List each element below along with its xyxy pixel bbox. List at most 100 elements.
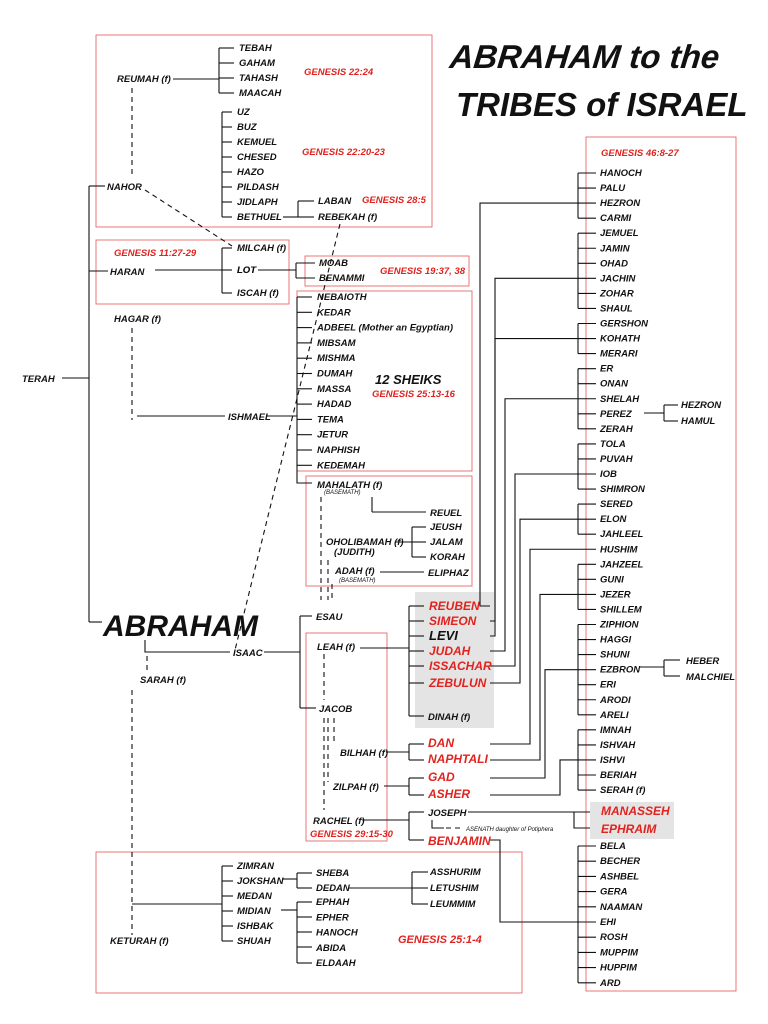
page-title-line-1: ABRAHAM to the	[447, 39, 721, 76]
grandson-zohar: ZOHAR	[599, 288, 634, 299]
tribe-zebulun: ZEBULUN	[428, 676, 487, 690]
oholibamah-alias: (JUDITH)	[334, 547, 375, 558]
grandson-er: ER	[600, 364, 613, 375]
tribe-judah: JUDAH	[429, 644, 471, 658]
grandson-huppim: HUPPIM	[600, 963, 638, 974]
tribe-to-sons-line	[490, 593, 578, 761]
person-esau: ESAU	[316, 612, 344, 623]
ishmael-son-mibsam: MIBSAM	[317, 338, 357, 349]
tribe-issachar: ISSACHAR	[429, 659, 492, 673]
tribe-to-sons-line	[490, 277, 578, 622]
grandson-eri: ERI	[600, 680, 616, 691]
tribe-manasseh: MANASSEH	[601, 804, 670, 818]
reumah-son-gaham: GAHAM	[239, 58, 276, 69]
person-jacob: JACOB	[319, 704, 352, 715]
tribe-to-sons-line	[490, 518, 578, 684]
lot-son-moab: MOAB	[319, 258, 348, 269]
grandson-merari: MERARI	[600, 349, 638, 360]
haran-family-box	[95, 239, 290, 305]
tribe-levi: LEVI	[429, 628, 458, 643]
person-malchiel: MALCHIEL	[686, 672, 735, 683]
tribe-naphtali: NAPHTALI	[428, 752, 488, 766]
tribe-dan: DAN	[428, 736, 454, 750]
leah-tribes-highlight	[415, 592, 494, 728]
tribe-asher: ASHER	[427, 787, 470, 801]
ref-genesis-22-20: GENESIS 22:20-23	[302, 147, 386, 158]
tribe-to-sons-line	[490, 839, 578, 923]
grandson-ishvah: ISHVAH	[600, 740, 636, 751]
grandson-ohad: OHAD	[600, 258, 628, 269]
person-laban: LABAN	[318, 196, 352, 207]
grandson-ashbel: ASHBEL	[599, 871, 639, 882]
midian-son-epher: EPHER	[316, 912, 349, 923]
grandson-serah-f: SERAH (f)	[600, 785, 645, 796]
person-hezron-son-of-perez: HEZRON	[681, 400, 722, 411]
jokshan-son-dedan: DEDAN	[316, 883, 351, 894]
grandson-shimron: SHIMRON	[600, 484, 646, 495]
ishmael-son-nebaioth: NEBAIOTH	[317, 292, 368, 303]
person-iscah: ISCAH (f)	[237, 288, 279, 299]
keturah-son-midian: MIDIAN	[237, 906, 272, 917]
grandson-jahleel: JAHLEEL	[600, 529, 643, 540]
person-oholibamah: OHOLIBAMAH (f)	[326, 537, 404, 548]
grandson-jezer: JEZER	[600, 589, 631, 600]
person-bilhah: BILHAH (f)	[340, 748, 388, 759]
person-ishmael: ISHMAEL	[228, 412, 271, 423]
person-rebekah: REBEKAH (f)	[318, 212, 377, 223]
person-hamul: HAMUL	[681, 416, 715, 427]
grandson-perez: PEREZ	[600, 409, 633, 420]
ishmael-son-mishma: MISHMA	[317, 353, 356, 364]
person-nahor: NAHOR	[107, 182, 142, 193]
keturah-son-jokshan: JOKSHAN	[237, 876, 285, 887]
grandson-elon: ELON	[600, 514, 628, 525]
person-dinah: DINAH (f)	[428, 712, 470, 723]
milcah-son-pildash: PILDASH	[237, 182, 280, 193]
person-reumah: REUMAH (f)	[117, 74, 171, 85]
tribe-to-sons-line	[490, 669, 578, 779]
grandson-beriah: BERIAH	[600, 770, 638, 781]
grandson-ziphion: ZIPHION	[599, 620, 640, 631]
twelve-sheiks-label: 12 SHEIKS	[375, 372, 442, 387]
grandson-ehi: EHI	[600, 917, 616, 928]
reumah-son-tahash: TAHASH	[239, 73, 279, 84]
ishmael-son-dumah: DUMAH	[317, 369, 353, 380]
person-leah: LEAH (f)	[317, 642, 355, 653]
grandson-areli: ARELI	[599, 710, 629, 721]
isaac-rebekah-marriage	[234, 223, 341, 651]
tribe-to-sons-line	[490, 759, 578, 796]
grandson-muppim: MUPPIM	[600, 947, 639, 958]
ishmael-son-kedar: KEDAR	[317, 307, 351, 318]
grandson-jachin: JACHIN	[600, 273, 637, 284]
midian-son-ephah: EPHAH	[316, 897, 350, 908]
ishmael-mahalath-tick	[296, 465, 312, 484]
tribe-to-sons-line	[479, 202, 578, 607]
person-mahalath: MAHALATH (f)	[317, 480, 382, 491]
grandson-shelah: SHELAH	[600, 394, 640, 405]
adah-alias: (BASEMATH)	[339, 578, 376, 584]
lot-son-benammi: BENAMMI	[319, 273, 365, 284]
grandson-bela: BELA	[600, 841, 626, 852]
tribe-to-sons-line	[490, 548, 578, 745]
milcah-son-chesed: CHESED	[237, 152, 277, 163]
person-keturah: KETURAH (f)	[110, 936, 169, 947]
joseph-asenath-drop	[431, 820, 444, 829]
ref-genesis-29: GENESIS 29:15-30	[310, 829, 394, 840]
grandson-palu: PALU	[600, 183, 626, 194]
keturah-son-zimran: ZIMRAN	[236, 861, 275, 872]
grandson-shillem: SHILLEM	[600, 604, 643, 615]
ref-genesis-46: GENESIS 46:8-27	[601, 148, 679, 159]
milcah-son-hazo: HAZO	[237, 167, 265, 178]
abraham-isaac-link	[144, 640, 230, 653]
ref-genesis-25-13: GENESIS 25:13-16	[372, 389, 456, 400]
person-jeush: JEUSH	[430, 522, 463, 533]
grandson-hushim: HUSHIM	[600, 544, 639, 555]
person-rachel: RACHEL (f)	[313, 816, 365, 827]
grandson-zerah: ZERAH	[599, 424, 634, 435]
person-hagar: HAGAR (f)	[114, 314, 161, 325]
ishmael-son-naphish: NAPHISH	[317, 445, 361, 456]
dedan-son-leummim: LEUMMIM	[430, 899, 476, 910]
person-zilpah: ZILPAH (f)	[332, 782, 379, 793]
person-eliphaz: ELIPHAZ	[428, 568, 470, 579]
reumah-son-tebah: TEBAH	[239, 43, 273, 54]
